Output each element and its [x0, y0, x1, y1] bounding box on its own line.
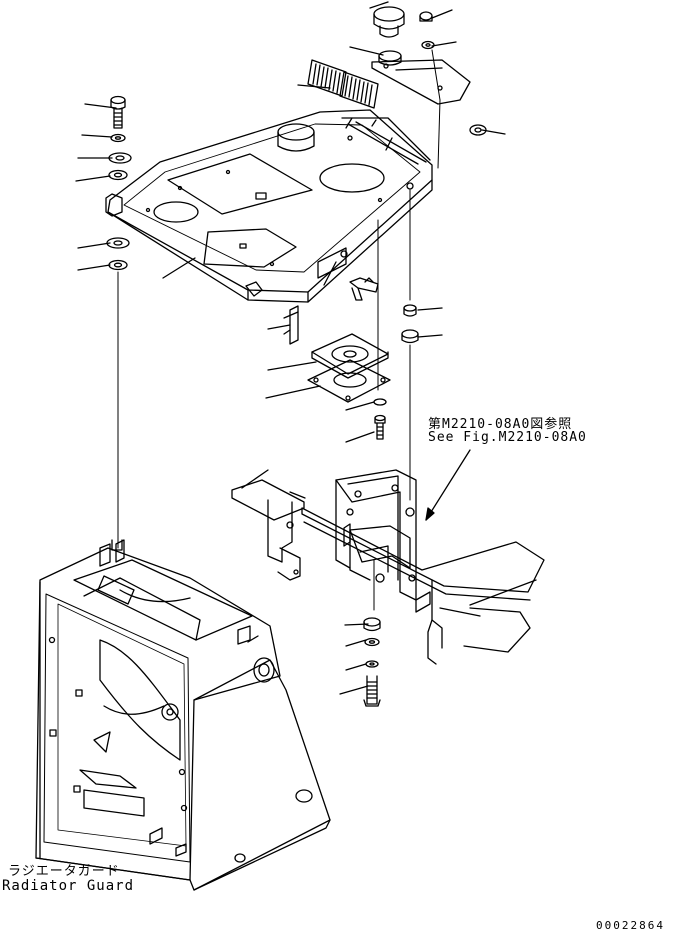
radiator-guard-body: [35, 539, 331, 891]
mount-washer: [373, 398, 387, 406]
bolt-left: [110, 95, 126, 129]
neck-seal: [378, 50, 402, 66]
cover-bolt: [349, 277, 379, 301]
rubber-cushion-upper: [403, 304, 417, 317]
lower-washer-1: [364, 637, 380, 647]
washer-left-1: [110, 133, 126, 143]
top-washer: [421, 40, 435, 50]
washer-left-5: [108, 259, 128, 271]
lower-washer-2: [365, 660, 379, 668]
lower-bolt: [363, 675, 381, 707]
caption-japanese: ラジエータガード: [8, 864, 120, 879]
guard-stud: [111, 539, 123, 551]
washer-left-3: [108, 169, 128, 181]
cap-bolt-small: [419, 11, 433, 22]
washer-left-2: [108, 152, 132, 164]
reference-note-english: See Fig.M2210-08A0: [428, 430, 587, 445]
alignment-lines: [117, 49, 441, 611]
document-number: 00022864: [596, 919, 665, 932]
top-cover: [105, 109, 433, 303]
mount-pad: [311, 333, 389, 379]
caption-english: Radiator Guard: [2, 878, 135, 894]
leader-lines: [75, 1, 537, 695]
reference-note-japanese: 第M2210-08A0図参照: [428, 417, 573, 432]
reference-arrow: [425, 449, 471, 521]
mount-bolt: [374, 414, 386, 440]
rubber-cushion-lower: [401, 329, 419, 344]
filler-cap: [373, 6, 405, 38]
main-frame: [231, 469, 545, 665]
side-washer: [469, 124, 487, 136]
lower-cushion: [363, 617, 381, 632]
mount-plate: [307, 359, 391, 403]
hinge-bracket: [283, 305, 299, 345]
washer-left-4: [106, 237, 130, 249]
air-grille: [307, 59, 379, 109]
cap-bracket: [371, 59, 471, 105]
